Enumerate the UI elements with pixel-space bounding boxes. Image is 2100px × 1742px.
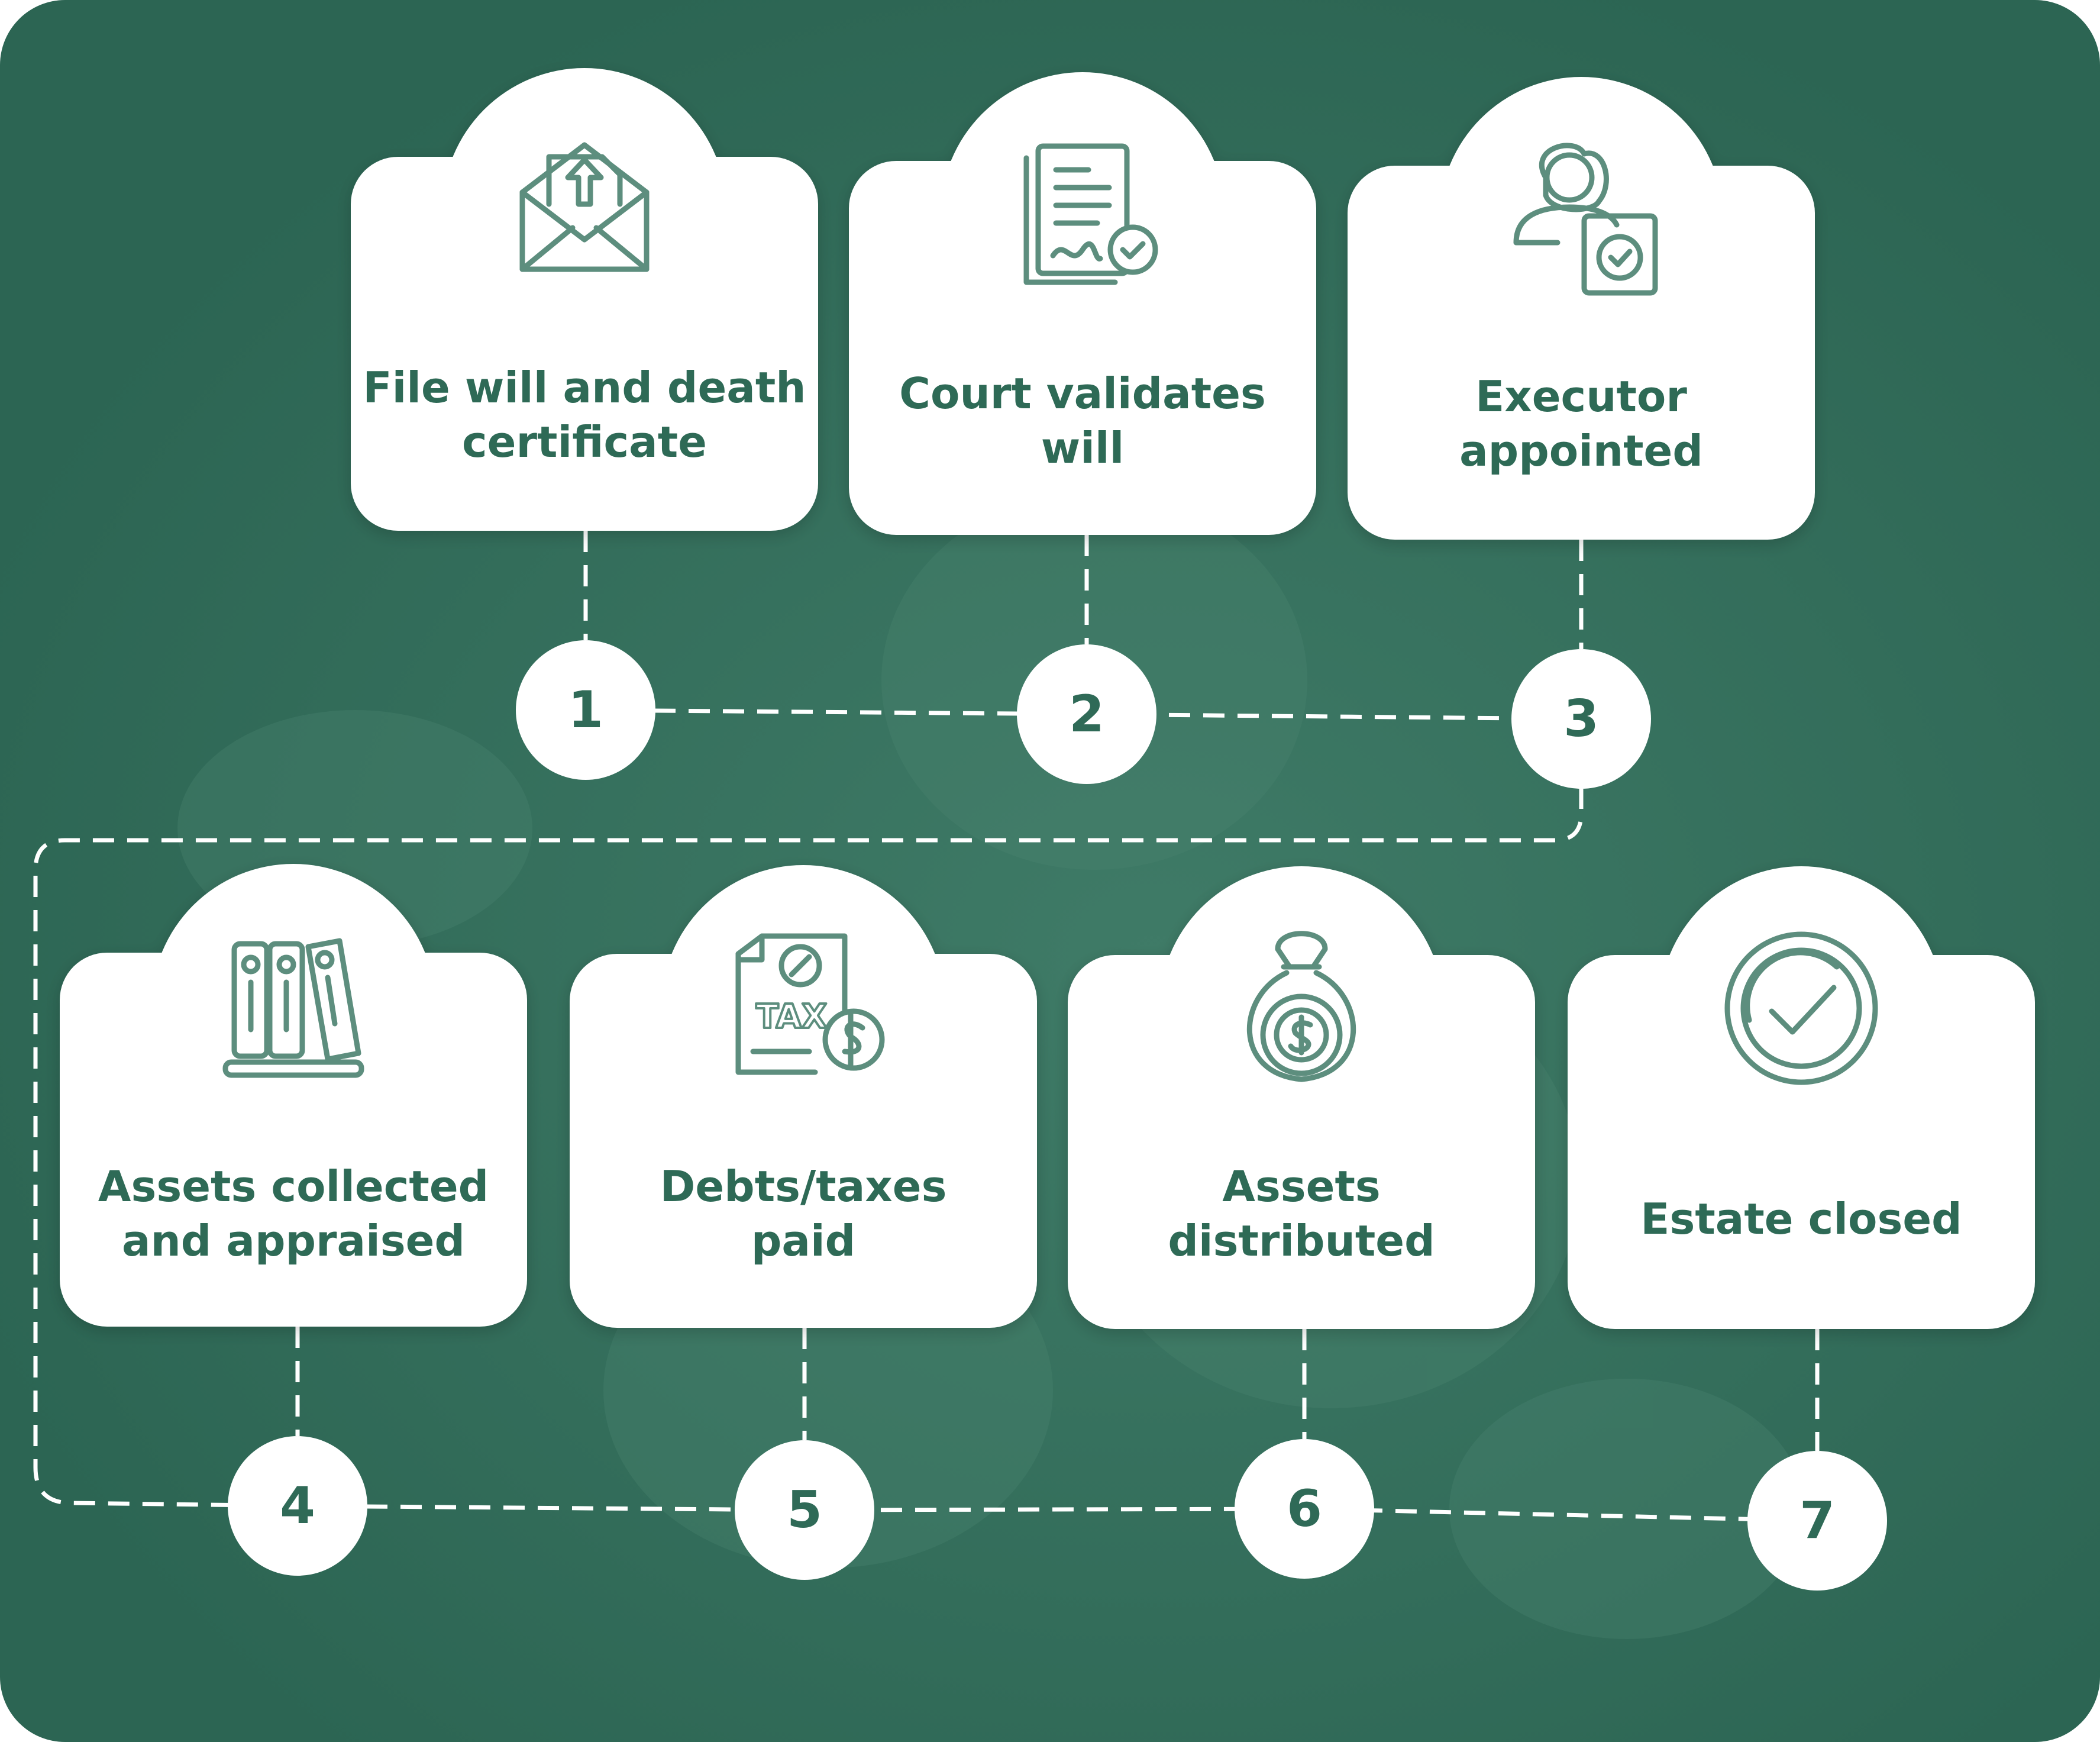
binders-on-shelf-icon <box>222 938 364 1078</box>
step-number-7: 7 <box>1747 1451 1887 1591</box>
connector-lines <box>33 531 1820 1523</box>
icon-circle <box>1439 77 1723 361</box>
connector-wrap <box>33 719 1584 1508</box>
step-number-6: 6 <box>1235 1439 1374 1579</box>
step-label-line: File will and death <box>363 363 806 412</box>
step-label-line: Debts/taxes <box>660 1162 947 1211</box>
step-number-3: 3 <box>1511 649 1651 789</box>
step-cards: File will and death certificate Court vali… <box>60 68 2035 1329</box>
step-number-label: 1 <box>568 680 603 740</box>
step-number-5: 5 <box>735 1440 874 1580</box>
icon-circle <box>1659 866 1943 1150</box>
step-card-5: TAX Debts/taxes paid <box>570 865 1037 1328</box>
icon-circle <box>151 864 435 1148</box>
icon-circle <box>661 865 945 1149</box>
step-card-2: Court validates will <box>849 72 1316 535</box>
number-circle <box>228 1436 367 1576</box>
step-number-label: 2 <box>1069 685 1104 744</box>
step-number-4: 4 <box>228 1436 367 1576</box>
certified-document-icon <box>1023 143 1158 285</box>
step-label-line: Court validates <box>899 369 1266 418</box>
step-number-label: 4 <box>280 1476 315 1535</box>
number-circle <box>1511 649 1651 789</box>
person-with-certificate-icon <box>1513 143 1658 296</box>
step-number-label: 7 <box>1799 1491 1835 1550</box>
number-circle <box>1017 644 1156 784</box>
step-label-line: certificate <box>462 417 707 467</box>
step-number-label: 3 <box>1563 689 1599 749</box>
step-card-3: Executor appointed <box>1348 77 1815 540</box>
connector-bottom-row <box>297 1504 1818 1523</box>
step-card-4: Assets collected and appraised <box>60 864 527 1327</box>
number-circle <box>1747 1451 1887 1591</box>
step-label-line: Assets collected <box>98 1162 489 1211</box>
icon-circle <box>941 72 1225 356</box>
step-label-line: will <box>1041 423 1125 473</box>
number-circle <box>1235 1439 1374 1579</box>
step-label-line: distributed <box>1168 1216 1435 1266</box>
step-label-line: Estate closed <box>1640 1194 1962 1244</box>
step-number-1: 1 <box>516 640 655 780</box>
step-label-line: and appraised <box>122 1216 465 1266</box>
icon-circle <box>442 68 726 352</box>
svg-text:TAX: TAX <box>756 998 827 1036</box>
step-label-line: paid <box>751 1216 855 1266</box>
step-label-line: appointed <box>1459 426 1703 476</box>
number-circle <box>735 1440 874 1580</box>
check-badge-icon <box>1724 931 1878 1085</box>
step-number-label: 6 <box>1287 1479 1322 1538</box>
number-circle <box>516 640 655 780</box>
step-number-circles: 1 2 3 4 5 6 7 <box>228 640 1887 1591</box>
step-card-1: File will and death certificate <box>351 68 818 531</box>
money-bag-icon <box>1246 931 1356 1082</box>
tax-document-dollar-icon: TAX <box>735 933 885 1075</box>
step-card-6: Assets distributed <box>1068 866 1535 1329</box>
envelope-upload-icon <box>519 142 650 272</box>
step-label-line: Assets <box>1222 1162 1381 1211</box>
step-number-label: 5 <box>787 1480 822 1540</box>
step-card-7: Estate closed <box>1568 866 2035 1329</box>
step-label-line: Executor <box>1475 372 1687 421</box>
step-number-2: 2 <box>1017 644 1156 784</box>
